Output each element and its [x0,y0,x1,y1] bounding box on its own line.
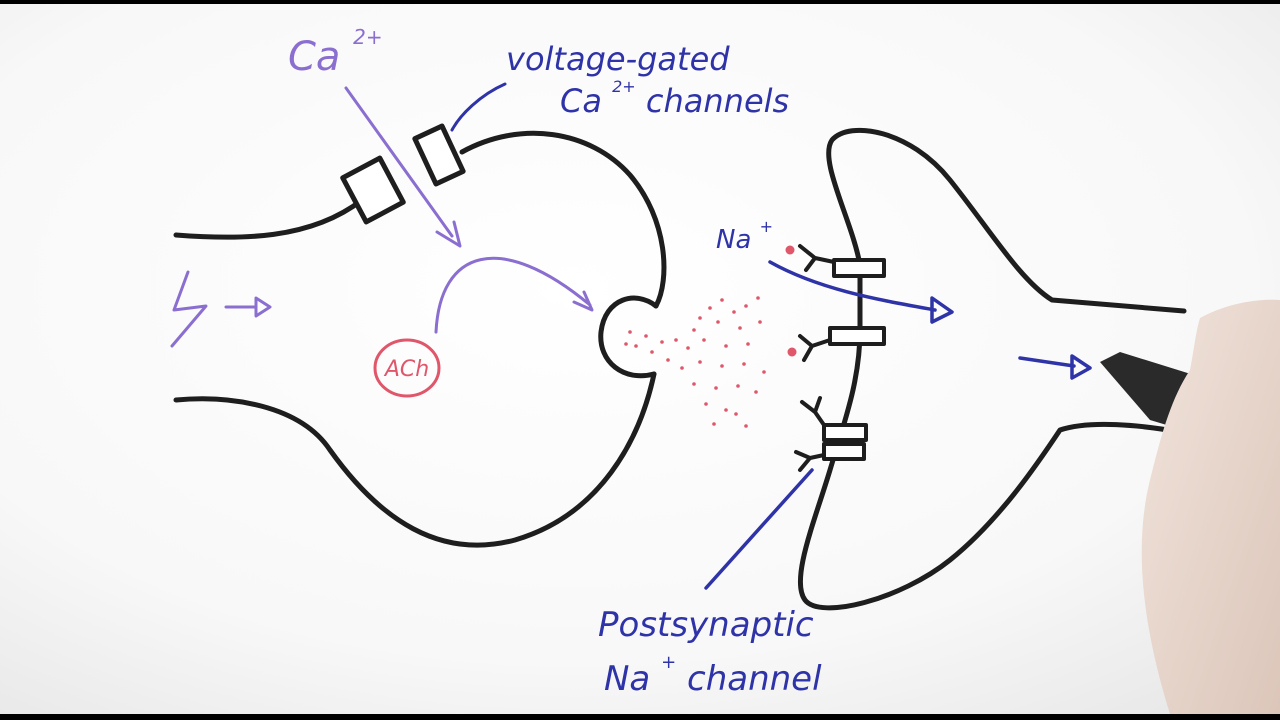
sodium-ion [787,347,797,357]
ach-dot [756,296,760,300]
ach-dot [754,390,758,394]
postsynaptic-label-line2-rest: channel [687,659,822,699]
ach-dot [698,316,702,320]
vgcc-label-line2-sup: 2+ [612,77,636,96]
terminal-bottom-membrane [173,371,657,548]
ach-dot [716,320,720,324]
ach-dot [680,366,684,370]
receptor-fork-1 [798,244,836,272]
axon-upper-membrane [173,197,365,240]
vgcc-label-line2: Ca 2+ channels [560,62,789,120]
ach-dot [650,350,654,354]
signal-propagation-arrow [1018,354,1092,380]
vgcc-label-line1: voltage-gated [506,40,730,78]
ach-dot [624,342,628,346]
purple-annotations [170,86,594,348]
action-potential-bolt-icon [170,270,208,348]
ach-dot [666,358,670,362]
ach-dot [720,364,724,368]
ach-label: ACh [383,357,429,382]
ach-dot [734,412,738,416]
ach-vesicle [373,338,441,398]
ach-dot [714,386,718,390]
ca-channel-left [340,155,406,225]
vgcc-label-line2-base: Ca [560,82,602,120]
ach-dot [742,362,746,366]
presynaptic-terminal [173,130,667,548]
ach-dot [738,326,742,330]
postsynaptic-outline [797,127,1187,611]
ach-dot [746,342,750,346]
postsynaptic-cell [797,127,1187,611]
postsynaptic-label-line1: Postsynaptic [598,605,814,645]
vesicle-path-arrow [434,256,594,334]
action-potential-arrow [224,296,272,318]
ach-dot [704,402,708,406]
na-channel-lower-b [822,442,866,461]
sodium-ion [785,245,795,255]
blue-arrows [704,260,1092,590]
na-channel-middle [828,326,886,346]
terminal-release-cup [598,295,659,379]
ca-influx-arrow [344,86,462,248]
na-ion-label-base: Na [716,225,751,255]
ach-dot [628,330,632,334]
ach-dot [758,320,762,324]
vgcc-leader-line [450,82,507,132]
ach-dot [702,338,706,342]
ach-dot [686,346,690,350]
ach-neurotransmitter-dots [624,296,766,428]
na-ion-label-sup: + [760,217,773,236]
ach-dot [660,340,664,344]
na-channel-upper [832,258,886,278]
ca-channel-right [412,123,466,187]
receptor-forks [794,244,836,472]
ach-dot [736,384,740,388]
ach-dot [724,344,728,348]
receptor-fork-2 [798,334,832,362]
ach-dot [674,338,678,342]
ach-dot [698,360,702,364]
ach-dot [744,424,748,428]
ach-dot [744,304,748,308]
ach-dot [692,382,696,386]
receptor-fork-4 [794,450,826,472]
hand-icon [1141,299,1280,714]
postsynaptic-label-line2: Na + channel [604,637,822,699]
terminal-top-membrane [459,130,667,309]
ca-ion-label: Ca 2+ [288,25,383,80]
presynaptic-ca-channels [340,123,466,225]
na-influx-arrow [768,260,954,324]
ca-ion-label-sup: 2+ [353,25,382,49]
presenter-hand [1100,299,1280,714]
whiteboard-background [0,4,1280,714]
postsynaptic-label-line2-base: Na [604,659,650,699]
vgcc-label-line2-rest: channels [646,82,789,120]
postsynaptic-label-line2-sup: + [661,652,676,673]
ach-dot [724,408,728,412]
postsynaptic-na-channels [822,258,886,461]
ach-dot [692,328,696,332]
receptor-fork-3 [800,396,826,427]
na-channel-lower-a [822,423,868,442]
ca-ion-label-base: Ca [288,34,340,80]
ach-dot [712,422,716,426]
ach-dot [708,306,712,310]
na-ion-label: Na + [716,217,773,255]
sodium-ions [785,245,797,357]
ach-dot [634,344,638,348]
ach-dot [762,370,766,374]
ach-dot [644,334,648,338]
postsynaptic-leader-line [704,468,814,590]
ach-dot [720,298,724,302]
ach-dot [732,310,736,314]
